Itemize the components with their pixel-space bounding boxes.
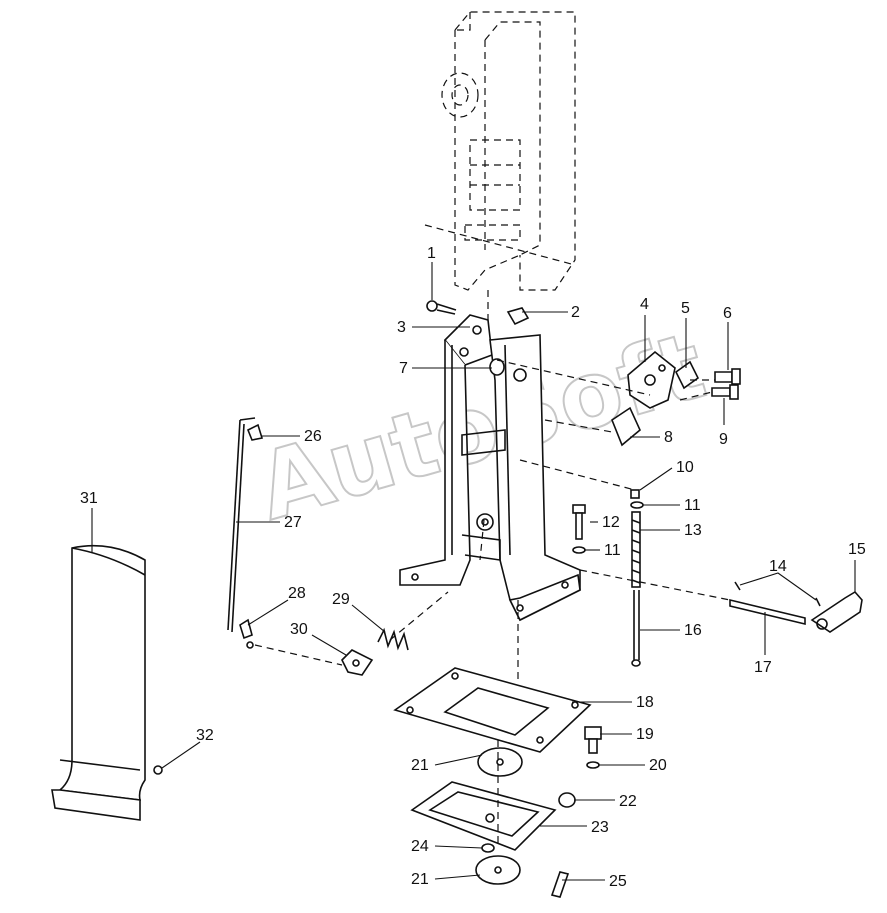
callout-30: 30: [290, 621, 308, 638]
callout-10: 10: [676, 459, 694, 476]
callout-6: 6: [723, 305, 732, 322]
part-26-clip: [246, 423, 264, 441]
part-32-screw: [153, 765, 163, 775]
part-29-spring: [377, 627, 409, 651]
part-11-washer-lower: [572, 546, 586, 554]
part-28-clip: [239, 618, 254, 649]
assembly-lines: [254, 290, 731, 845]
callout-3: 3: [397, 319, 406, 336]
part-21-flange-lower: [475, 855, 521, 885]
upper-housing-outline: [424, 11, 576, 291]
part-11-washer-upper: [630, 501, 644, 509]
callout-26: 26: [304, 428, 322, 445]
callout-25: 25: [609, 873, 627, 890]
callout-21-lower: 21: [411, 871, 429, 888]
main-bracket: [399, 314, 581, 622]
callout-23: 23: [591, 819, 609, 836]
callout-13: 13: [684, 522, 702, 539]
part-10-nut: [630, 489, 640, 499]
callout-27: 27: [284, 514, 302, 531]
callout-2: 2: [571, 304, 580, 321]
callout-18: 18: [636, 694, 654, 711]
callout-4: 4: [640, 296, 649, 313]
part-19-bolt: [584, 726, 602, 754]
callout-22: 22: [619, 793, 637, 810]
leader-lines: [91, 262, 856, 881]
part-17-shaft: [729, 598, 806, 626]
part-21-flange-upper: [477, 747, 523, 777]
part-9-bolt: [711, 384, 739, 400]
part-24-washer: [481, 843, 495, 853]
part-23-base-plate: [410, 781, 557, 851]
part-14-pins: [734, 581, 821, 607]
callout-19: 19: [636, 726, 654, 743]
callout-11-upper: 11: [684, 497, 701, 514]
callout-14: 14: [769, 558, 787, 575]
part-4-cam: [627, 350, 676, 409]
callout-31: 31: [80, 490, 98, 507]
part-13-threaded-rod: [631, 511, 641, 588]
callout-5: 5: [681, 300, 690, 317]
part-2-clip: [506, 307, 530, 326]
callout-11-lower: 11: [604, 542, 621, 559]
callout-20: 20: [649, 757, 667, 774]
callout-15: 15: [848, 541, 866, 558]
callout-32: 32: [196, 727, 214, 744]
callout-17: 17: [754, 659, 772, 676]
callout-7: 7: [399, 360, 408, 377]
callout-24: 24: [411, 838, 429, 855]
callout-29: 29: [332, 591, 350, 608]
part-6-bolt: [714, 368, 741, 385]
part-27-link-rod: [227, 417, 256, 633]
callout-1: 1: [427, 245, 436, 262]
callout-12: 12: [602, 514, 620, 531]
callout-21-upper: 21: [411, 757, 429, 774]
part-30-bracket: [341, 649, 374, 676]
part-8-block: [611, 406, 641, 447]
part-18-gasket: [393, 667, 592, 753]
callout-8: 8: [664, 429, 673, 446]
part-20-washer: [586, 761, 600, 769]
part-5-plate: [674, 360, 700, 390]
callout-28: 28: [288, 585, 306, 602]
part-1-screw: [426, 300, 457, 315]
part-31-pedal: [51, 544, 146, 821]
part-12-bolt: [572, 504, 586, 540]
part-16-rod: [631, 590, 641, 667]
part-25-bolt: [550, 871, 570, 898]
callout-16: 16: [684, 622, 702, 639]
callout-labels: 1 2 3 4 5 6 7 8 9 10 11 12 13 11 14 15 1…: [80, 245, 866, 890]
part-7-bushing: [489, 358, 505, 376]
part-15-lever: [810, 590, 863, 633]
part-22-nut: [558, 792, 576, 808]
callout-9: 9: [719, 431, 728, 448]
